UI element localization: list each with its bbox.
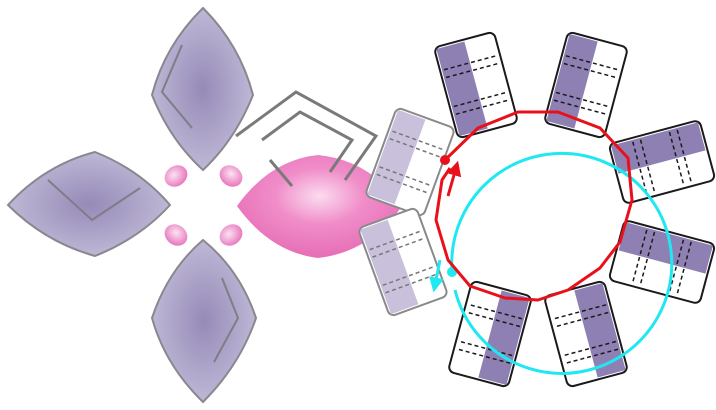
ring-block xyxy=(434,32,518,139)
ring-block xyxy=(609,120,716,204)
pink-dot-bottom-left xyxy=(160,220,191,250)
red-path xyxy=(436,112,632,300)
pink-dot-top-left xyxy=(160,161,191,191)
petal-top xyxy=(152,8,253,170)
pink-dot-bottom-right xyxy=(215,220,246,250)
ring-block xyxy=(448,281,532,388)
petal-left xyxy=(8,152,170,256)
ring-block xyxy=(609,220,716,304)
clockwise-arrow-icon xyxy=(448,168,456,196)
petal-bottom xyxy=(152,240,256,402)
red-start-dot xyxy=(440,155,450,165)
flower-shape xyxy=(8,8,256,402)
ring-block xyxy=(358,207,448,317)
ring-of-blocks xyxy=(358,32,716,388)
pink-dot-top-right xyxy=(215,161,246,191)
